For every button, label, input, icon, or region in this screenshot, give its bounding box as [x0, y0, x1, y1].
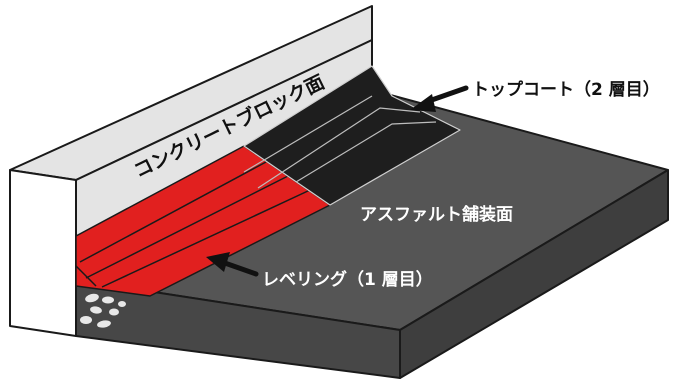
leveling-red-area [75, 145, 331, 297]
aggregate-stones-icon [80, 293, 126, 328]
arrow-to-leveling-icon [206, 252, 259, 277]
leveling-label: レベリング（1 層目） [262, 269, 433, 290]
topcoat-layer [243, 65, 461, 206]
leveling-stripe [101, 189, 311, 288]
topcoat-stripe [295, 121, 437, 183]
topcoat-area [243, 65, 461, 206]
topcoat-stripe [243, 95, 373, 173]
asphalt-right-face [399, 169, 669, 379]
leveling-stripe [79, 161, 267, 263]
leveling-layer [75, 145, 331, 297]
leveling-edge [75, 265, 97, 287]
leveling-stripe [85, 175, 289, 279]
asphalt-surface-label: アスファルト舗装面 [360, 204, 513, 225]
concrete-block [9, 5, 373, 337]
topcoat-stripe [257, 107, 421, 189]
arrow-to-topcoat-icon [410, 85, 469, 112]
topcoat-label: トップコート（2 層目） [472, 79, 660, 100]
concrete-block-side [9, 169, 77, 337]
